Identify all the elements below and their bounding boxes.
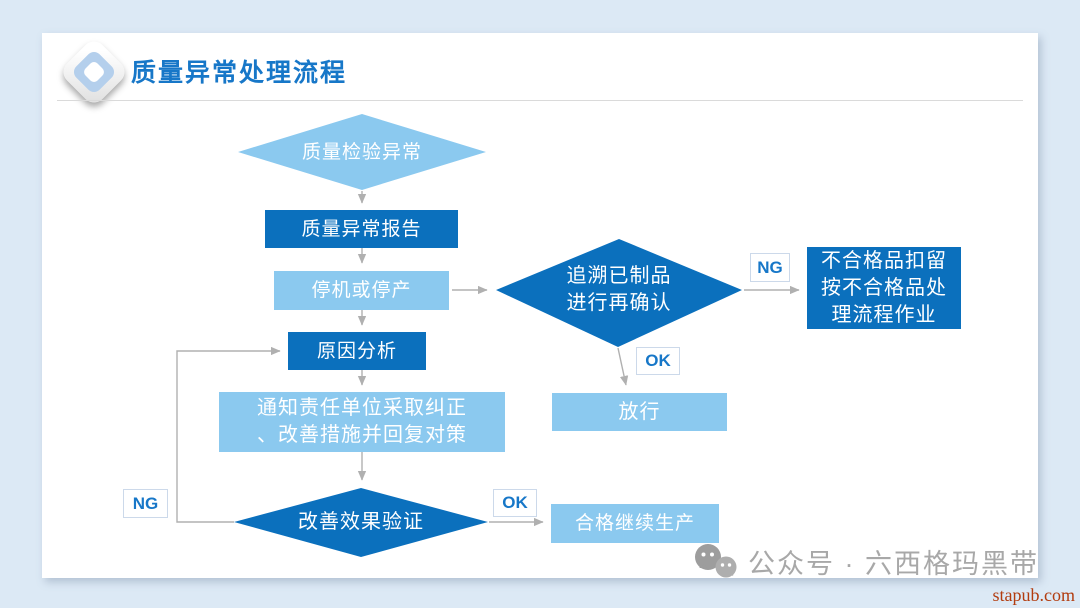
continue-production-box: 合格继续生产 (551, 504, 719, 543)
verify-ng-tag: NG (123, 489, 168, 518)
site-credit: stapub.com (992, 585, 1076, 605)
connector-verify-ng-loop (176, 346, 281, 523)
watermark: 公众号 · 六西格玛黑带 (693, 542, 1039, 581)
stop-step-box: 停机或停产 (274, 271, 449, 310)
release-step-box: 放行 (552, 393, 727, 431)
trace-decision-diamond (496, 239, 742, 347)
verify-decision-diamond (234, 488, 488, 557)
notify-step-box: 通知责任单位采取纠正 、改善措施并回复对策 (219, 392, 505, 452)
page-title: 质量异常处理流程 (131, 59, 348, 87)
verify-ok-tag: OK (493, 489, 537, 517)
connector-trace-to-release (617, 347, 629, 386)
watermark-text: 公众号 · 六西格玛黑带 (748, 549, 1039, 579)
hold-nonconforming-box: 不合格品扣留 按不合格品处 理流程作业 (807, 247, 961, 329)
trace-ng-tag: NG (750, 253, 790, 282)
wechat-icon (695, 543, 737, 577)
report-step-box: 质量异常报告 (265, 210, 458, 248)
title-divider (57, 100, 1023, 101)
start-decision-diamond (238, 114, 486, 190)
cause-analysis-box: 原因分析 (288, 332, 426, 370)
trace-ok-tag: OK (636, 347, 680, 375)
